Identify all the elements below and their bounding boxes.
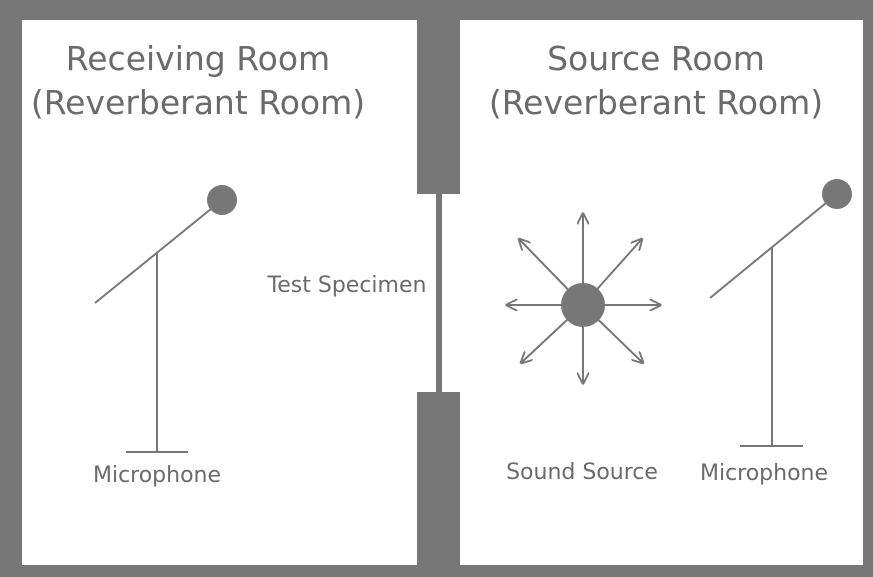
sound-source-icon [508, 215, 659, 382]
source-microphone-label: Microphone [700, 461, 828, 486]
divider-wall-lower [417, 392, 460, 577]
receiving-room-subtitle: (Reverberant Room) [31, 83, 365, 122]
source-room-title: Source Room [547, 39, 765, 78]
divider-wall-upper [417, 0, 460, 194]
left-wall [0, 0, 22, 577]
receiving-microphone-icon [94, 185, 237, 453]
source-room-subtitle: (Reverberant Room) [489, 83, 823, 122]
test-specimen-panel [436, 194, 442, 392]
right-wall [863, 0, 873, 577]
receiving-microphone-label: Microphone [93, 463, 221, 488]
sound-source-label: Sound Source [506, 460, 658, 485]
receiving-room-title: Receiving Room [66, 39, 330, 78]
test-specimen-label: Test Specimen [267, 273, 427, 298]
source-microphone-icon [709, 179, 852, 447]
